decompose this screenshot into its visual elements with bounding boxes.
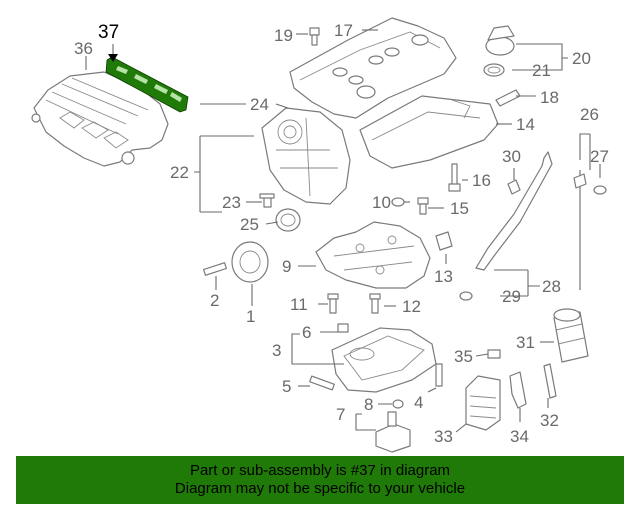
callout-15: 15 xyxy=(450,199,469,218)
parts-diagram: 37 36 19 17 20 21 18 14 24 22 23 25 10 1… xyxy=(31,17,609,453)
banner-line-1: Part or sub-assembly is #37 in diagram xyxy=(189,462,451,479)
leader-lines xyxy=(85,29,601,433)
callout-9: 9 xyxy=(282,257,291,276)
banner-line-2: Diagram may not be specific to your vehi… xyxy=(174,480,466,497)
oil-pan-part-3[interactable] xyxy=(331,327,437,393)
callout-16: 16 xyxy=(472,171,491,190)
bolt-part-12[interactable] xyxy=(369,293,381,314)
sensor-part-30[interactable] xyxy=(507,179,521,195)
timing-cover-part-24[interactable] xyxy=(261,107,351,205)
callout-35: 35 xyxy=(454,347,473,366)
cap-seal-part-21[interactable] xyxy=(483,63,505,77)
callout-33: 33 xyxy=(434,427,453,446)
callout-26: 26 xyxy=(580,105,599,124)
washer-part-10[interactable] xyxy=(391,197,405,207)
sensor-part-32[interactable] xyxy=(543,363,557,399)
callout-labels: 37 36 19 17 20 21 18 14 24 22 23 25 10 1… xyxy=(74,21,609,446)
oil-cooler-part-33[interactable] xyxy=(465,375,501,431)
dipstick-part-26[interactable] xyxy=(573,170,587,290)
bolt-part-11[interactable] xyxy=(327,293,339,314)
oil-filler-cap-part-20[interactable] xyxy=(485,25,515,56)
callout-7: 7 xyxy=(336,405,345,424)
seal-part-29[interactable] xyxy=(459,291,473,301)
callout-25: 25 xyxy=(240,215,259,234)
callout-8: 8 xyxy=(364,395,373,414)
o-ring-part-27[interactable] xyxy=(593,185,607,195)
bolt-part-16[interactable] xyxy=(448,163,461,192)
sensor-part-13[interactable] xyxy=(435,231,453,251)
crank-pulley-part-1[interactable] xyxy=(231,241,269,283)
callout-24: 24 xyxy=(250,95,269,114)
bolt-part-19[interactable] xyxy=(309,27,320,46)
callout-29: 29 xyxy=(502,287,521,306)
callout-2: 2 xyxy=(210,291,219,310)
valve-cover-part-17[interactable] xyxy=(289,17,457,119)
callout-28: 28 xyxy=(542,277,561,296)
bracket-part-34[interactable] xyxy=(509,371,527,409)
engine-cover-part-14[interactable] xyxy=(359,95,499,169)
mount-part-7[interactable] xyxy=(375,411,411,453)
dipstick-tube-part-28[interactable] xyxy=(475,151,553,271)
callout-3: 3 xyxy=(272,341,281,360)
info-banner: Part or sub-assembly is #37 in diagram D… xyxy=(16,456,624,504)
callout-31: 31 xyxy=(516,333,535,352)
lower-crankcase-part-9[interactable] xyxy=(315,221,431,289)
drain-plug-part-6[interactable] xyxy=(337,323,349,333)
bolt-part-23[interactable] xyxy=(259,193,275,208)
washer-part-8[interactable] xyxy=(392,399,404,409)
callout-37: 37 xyxy=(98,22,119,43)
bolt-part-4[interactable] xyxy=(435,363,443,387)
seal-part-25[interactable] xyxy=(275,208,301,232)
callout-6: 6 xyxy=(302,323,311,342)
callout-27: 27 xyxy=(590,147,609,166)
callout-5: 5 xyxy=(282,377,291,396)
bolt-part-15[interactable] xyxy=(417,197,429,215)
sensor-part-18[interactable] xyxy=(495,89,521,107)
callout-30: 30 xyxy=(502,147,521,166)
callout-13: 13 xyxy=(434,267,453,286)
callout-32: 32 xyxy=(540,411,559,430)
callout-4: 4 xyxy=(414,393,423,412)
callout-36: 36 xyxy=(74,39,93,58)
intake-manifold-part-36[interactable] xyxy=(31,71,169,167)
callout-18: 18 xyxy=(540,88,559,107)
callout-14: 14 xyxy=(516,115,535,134)
callout-21: 21 xyxy=(532,61,551,80)
callout-11: 11 xyxy=(290,295,308,314)
bolt-part-35[interactable] xyxy=(487,349,501,359)
callout-20: 20 xyxy=(572,49,591,68)
callout-10: 10 xyxy=(372,193,391,212)
callout-17: 17 xyxy=(334,21,353,40)
callout-19: 19 xyxy=(274,26,293,45)
callout-1: 1 xyxy=(246,307,255,326)
bolt-part-2[interactable] xyxy=(203,262,227,276)
callout-12: 12 xyxy=(402,297,421,316)
callout-22: 22 xyxy=(170,163,189,182)
callout-23: 23 xyxy=(222,193,241,212)
oil-filter-part-31[interactable] xyxy=(553,308,589,363)
callout-34: 34 xyxy=(510,427,529,446)
sensor-part-5[interactable] xyxy=(309,375,335,391)
